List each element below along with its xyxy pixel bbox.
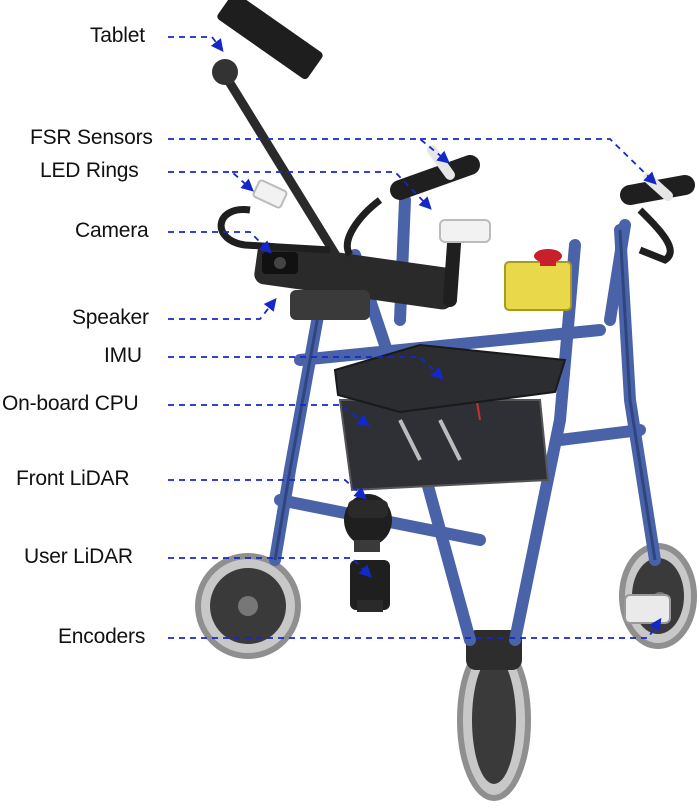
label-tablet: Tablet	[90, 24, 145, 47]
label-front-lidar: Front LiDAR	[16, 467, 130, 490]
tablet-icon	[212, 0, 323, 85]
camera-speaker-bar	[254, 242, 456, 320]
rear-left-wheel	[195, 553, 301, 659]
led-arrow-left	[168, 171, 254, 192]
led-arrow-right	[232, 171, 432, 210]
label-onboard-cpu: On-board CPU	[2, 392, 139, 415]
lidar-icon	[344, 494, 392, 552]
seat	[333, 343, 567, 414]
label-camera: Camera	[75, 219, 149, 242]
fsr-arrow-left	[168, 138, 450, 164]
label-speaker: Speaker	[72, 306, 149, 329]
front-lidar-arrow	[168, 479, 367, 500]
label-user-lidar: User LiDAR	[24, 545, 133, 568]
user-lidar-arrow	[168, 557, 372, 578]
tablet-mast	[212, 0, 350, 275]
label-imu: IMU	[104, 344, 142, 367]
led-ring-icon	[252, 179, 491, 243]
front-caster-wheel	[457, 630, 531, 801]
imu-arrow	[168, 356, 444, 380]
cpu-arrow	[168, 404, 371, 427]
label-fsr-sensors: FSR Sensors	[30, 126, 153, 149]
speaker-arrow	[168, 298, 277, 320]
label-encoders: Encoders	[58, 625, 146, 648]
fsr-arrow-right	[420, 138, 657, 185]
camera-arrow	[168, 231, 272, 254]
left-brake-loop	[217, 206, 331, 254]
encoders-arrow	[168, 617, 662, 639]
camera-icon	[262, 252, 298, 274]
label-led-rings: LED Rings	[40, 159, 139, 182]
tablet-arrow	[168, 36, 224, 52]
encoder-unit	[624, 594, 671, 624]
emergency-stop-icon	[504, 249, 572, 311]
